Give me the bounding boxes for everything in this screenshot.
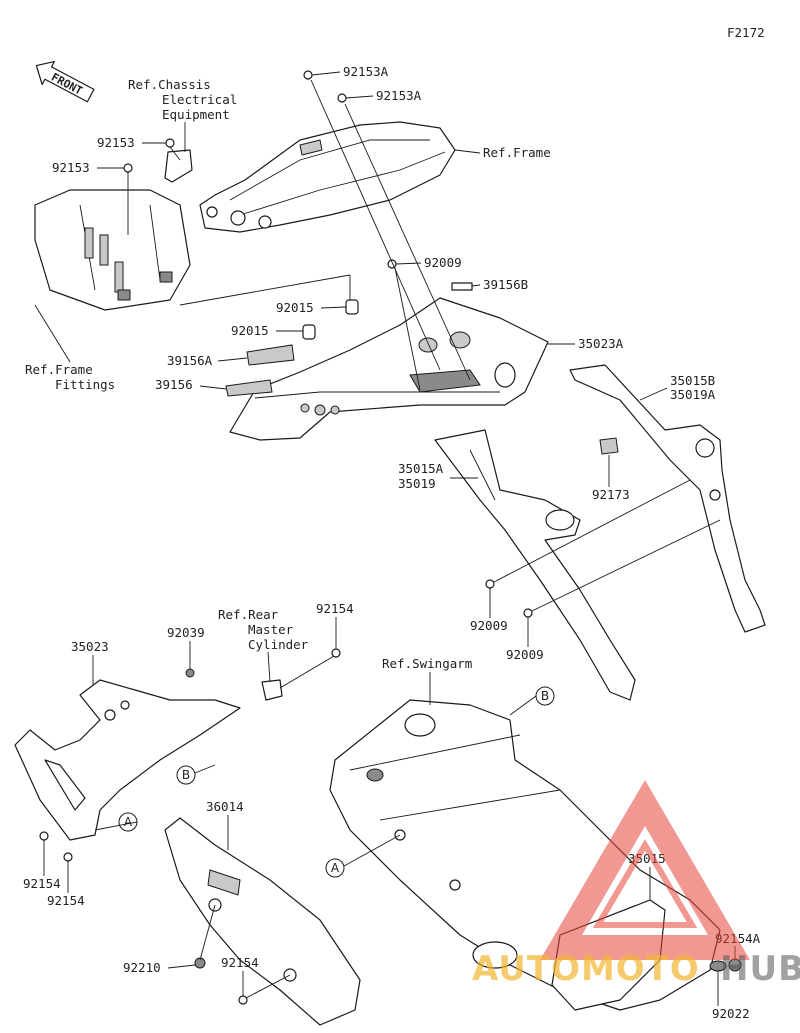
- bolt-92009-icons: [387, 259, 721, 618]
- battery-tray-outline: [34, 149, 193, 311]
- figure-code: F2172: [727, 25, 765, 40]
- label-35015b: 35015B: [670, 373, 715, 388]
- assembly-lines: [179, 79, 471, 381]
- label-35015a: 35015A: [398, 461, 444, 476]
- label-35019a: 35019A: [670, 387, 716, 402]
- chain-guard-36014-outline: [164, 817, 361, 1026]
- pad-39156a-outline: [246, 344, 295, 366]
- bracket-35015b-outline: [569, 364, 766, 633]
- label-39156a: 39156A: [167, 353, 213, 368]
- callout-b2: B: [535, 686, 555, 706]
- master-cylinder-bracket-outline: [261, 679, 283, 701]
- label-39156: 39156: [155, 377, 193, 392]
- ref-frame-fittings-line1: Ref.Frame: [25, 362, 93, 377]
- ref-chassis-line3: Equipment: [162, 107, 230, 122]
- front-arrow-icon: FRONT: [35, 60, 95, 103]
- ref-rear-master-line2: Master: [248, 622, 294, 637]
- ref-frame: Ref.Frame: [483, 145, 551, 160]
- pad-39156b-outline: [451, 282, 473, 291]
- rear-frame-outline: [199, 121, 456, 233]
- bolt-92153a-b-icon: [337, 93, 347, 103]
- svg-text:B: B: [182, 768, 190, 782]
- bolt-92153a-a-icon: [303, 70, 313, 80]
- ref-chassis-line2: Electrical: [162, 92, 237, 107]
- label-92039: 92039: [167, 625, 205, 640]
- callout-a2: A: [325, 858, 345, 878]
- label-92015-2: 92015: [231, 323, 269, 338]
- label-35019: 35019: [398, 476, 436, 491]
- label-92153a-1: 92153A: [343, 64, 389, 79]
- bolt-92154-c-icon: [238, 995, 248, 1005]
- bolt-92153-icon: [123, 138, 181, 235]
- label-92154-top: 92154: [316, 601, 354, 616]
- label-36014: 36014: [206, 799, 244, 814]
- label-92009-left: 92009: [470, 618, 508, 633]
- label-92015-1: 92015: [276, 300, 314, 315]
- svg-text:A: A: [331, 861, 340, 875]
- grommet-92015-b-icon: [302, 324, 316, 340]
- ref-rear-master-line3: Cylinder: [248, 637, 309, 652]
- label-92154-1: 92154: [23, 876, 61, 891]
- label-92210: 92210: [123, 960, 161, 975]
- collar-92210-icon: [194, 957, 206, 969]
- label-92022: 92022: [712, 1006, 750, 1021]
- callout-b1: B: [176, 765, 196, 785]
- svg-text:B: B: [541, 689, 549, 703]
- pad-39156-outline: [225, 379, 273, 397]
- grommet-92015-a-icon: [345, 299, 359, 315]
- label-35023: 35023: [71, 639, 109, 654]
- label-92153-1: 92153: [97, 135, 135, 150]
- label-92154-3: 92154: [221, 955, 259, 970]
- watermark-text-left: AUTOMOTO: [472, 949, 700, 989]
- clip-92173-icon: [599, 437, 619, 455]
- bolt-92154-top-icon: [331, 648, 341, 658]
- callout-a1: A: [118, 812, 138, 832]
- label-35023a: 35023A: [578, 336, 624, 351]
- ref-chassis-line1: Ref.Chassis: [128, 77, 211, 92]
- bracket-35015a-outline: [434, 429, 636, 701]
- label-92154-2: 92154: [47, 893, 85, 908]
- inner-fender-35023a-outline: [229, 297, 549, 441]
- label-92153-2: 92153: [52, 160, 90, 175]
- label-92173: 92173: [592, 487, 630, 502]
- label-92009-top: 92009: [424, 255, 462, 270]
- hugger-35023-outline: [14, 679, 241, 841]
- svg-text:A: A: [124, 815, 133, 829]
- watermark-logo: [540, 780, 750, 960]
- ref-swingarm: Ref.Swingarm: [382, 656, 472, 671]
- ref-frame-fittings-line2: Fittings: [55, 377, 115, 392]
- label-92009-right: 92009: [506, 647, 544, 662]
- ref-rear-master-line1: Ref.Rear: [218, 607, 279, 622]
- label-39156b: 39156B: [483, 277, 528, 292]
- watermark-text-right: HUB: [720, 949, 800, 989]
- label-92153a-2: 92153A: [376, 88, 422, 103]
